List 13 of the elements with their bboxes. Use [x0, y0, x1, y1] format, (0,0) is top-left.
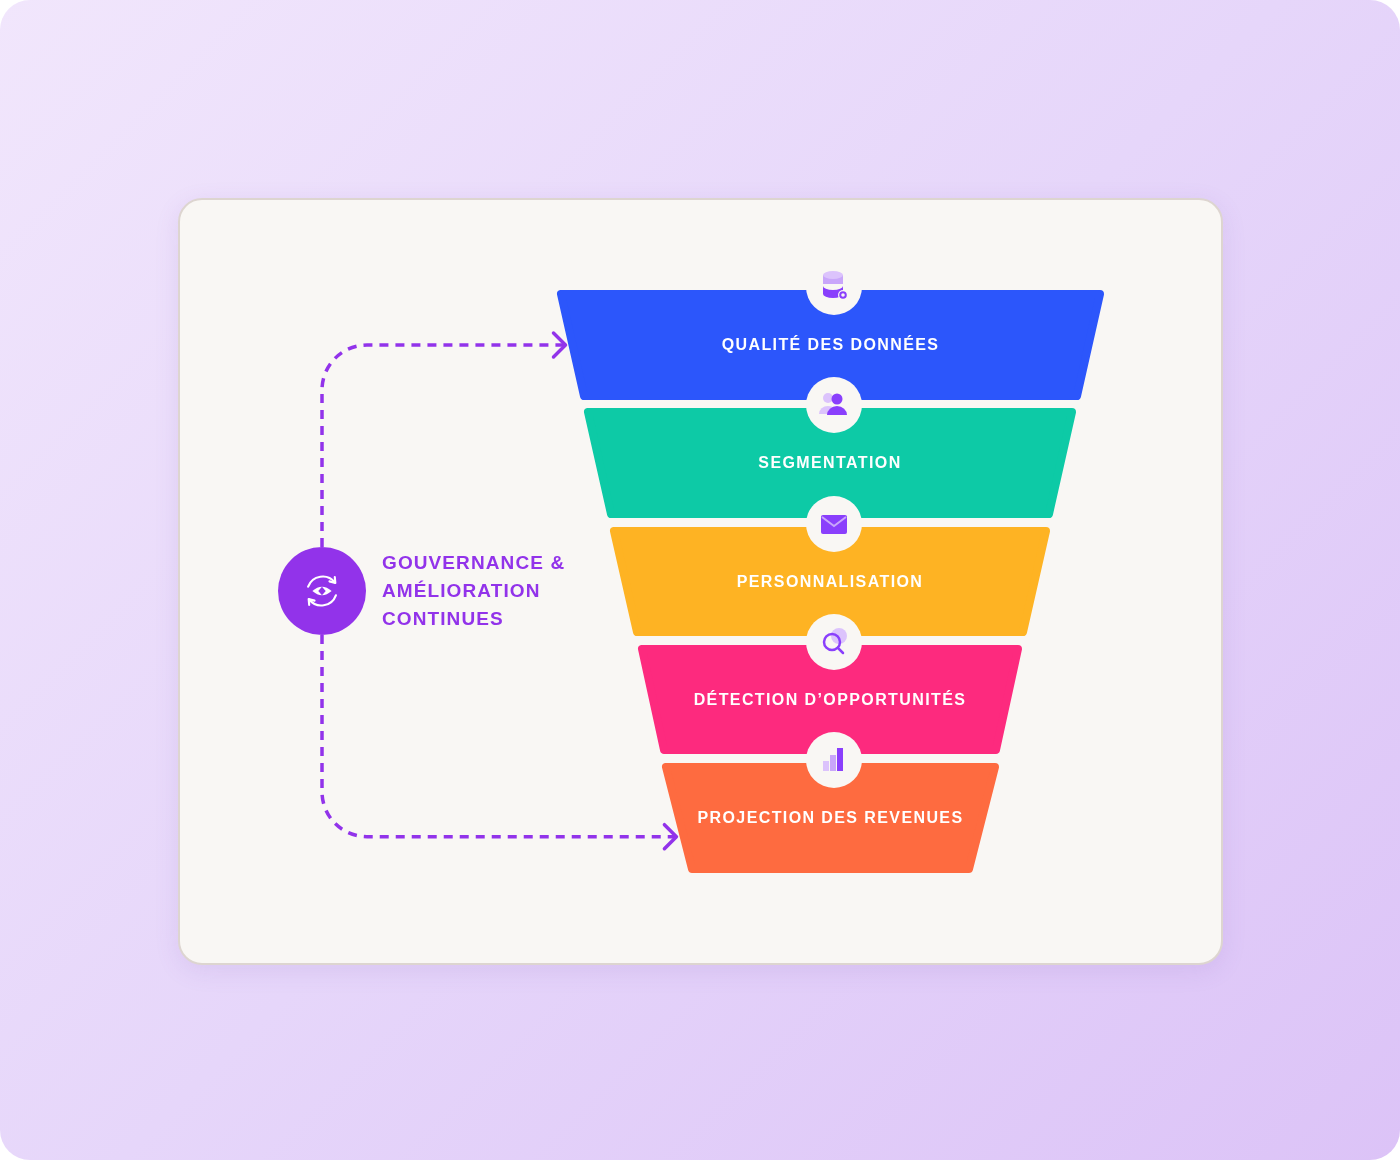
- dashed-arrow: [320, 331, 568, 547]
- funnel-stage: [638, 645, 1022, 754]
- stage-label: QUALITÉ DES DONNÉES: [721, 336, 940, 354]
- dashed-arrow: [320, 635, 679, 851]
- stage-label: DÉTECTION D’OPPORTUNITÉS: [693, 690, 967, 709]
- funnel-stage: [557, 290, 1104, 400]
- funnel-stage: [610, 527, 1050, 636]
- stage-label: SEGMENTATION: [758, 454, 902, 472]
- funnel-stage: [584, 408, 1076, 518]
- funnel-stage: [662, 763, 999, 873]
- side-label: GOUVERNANCE & AMÉLIORATION CONTINUES: [382, 551, 567, 631]
- stage-label: PERSONNALISATION: [736, 572, 924, 591]
- stage-label: PROJECTION DES REVENUES: [697, 809, 964, 827]
